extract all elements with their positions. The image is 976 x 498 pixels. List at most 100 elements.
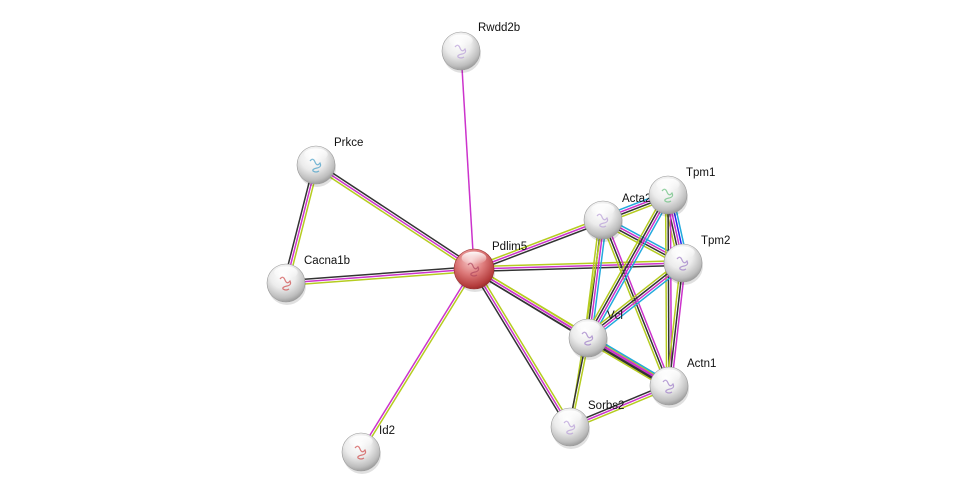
edge-line-experiments xyxy=(473,262,684,270)
edge-line-coexpression xyxy=(586,261,683,338)
node-actn1[interactable]: Actn1 xyxy=(649,358,716,408)
node-highlight xyxy=(349,435,373,448)
node-label: Tpm2 xyxy=(701,235,730,247)
protein-structure-icon xyxy=(563,420,576,435)
edge-line-textmining xyxy=(475,267,573,427)
edge-line-textmining xyxy=(665,262,682,386)
protein-structure-icon xyxy=(596,213,609,228)
node-prkce[interactable]: Prkce xyxy=(296,137,363,187)
edge-line-coexpression xyxy=(282,164,315,283)
node-pdlim5[interactable]: Pdlim5 xyxy=(453,241,527,292)
node-highlight xyxy=(274,266,298,279)
node-highlight xyxy=(671,246,695,259)
edge-prkce-cacna1b[interactable] xyxy=(282,164,320,284)
node-label: Sorbs2 xyxy=(588,400,624,412)
edge-pdlim5-cacna1b[interactable] xyxy=(285,265,475,287)
edge-line-experiments xyxy=(588,195,670,339)
protein-structure-icon xyxy=(661,188,674,203)
node-highlight xyxy=(449,34,473,47)
edge-pdlim5-sorbs2[interactable] xyxy=(471,267,573,429)
edge-line-coexpression xyxy=(586,194,668,338)
edge-line-textmining xyxy=(664,195,668,387)
edge-tpm1-actn1[interactable] xyxy=(664,194,673,387)
edge-line-textmining xyxy=(585,259,682,336)
node-label: Acta2 xyxy=(622,193,651,205)
node-highlight xyxy=(304,148,328,161)
protein-structure-icon xyxy=(454,44,467,59)
node-label: Id2 xyxy=(379,425,395,437)
protein-structure-icon xyxy=(309,158,322,173)
edge-pdlim5-actn1[interactable] xyxy=(472,266,671,389)
edge-line-coexpression xyxy=(667,194,670,387)
node-acta2[interactable]: Acta2 xyxy=(583,193,651,242)
edge-line-textmining xyxy=(474,266,671,385)
edge-line-coexpression xyxy=(316,162,476,268)
edge-line-textmining xyxy=(584,192,666,337)
edge-line-databases xyxy=(590,196,672,341)
edge-pdlim5-acta2[interactable] xyxy=(472,217,605,272)
node-label: Cacna1b xyxy=(304,255,350,267)
edge-tpm1-vcl[interactable] xyxy=(584,192,672,341)
edge-pdlim5-id2[interactable] xyxy=(359,267,476,454)
edge-line-experiments xyxy=(285,268,475,284)
edge-tpm2-actn1[interactable] xyxy=(665,262,687,387)
edge-line-coexpression xyxy=(474,221,605,272)
node-cacna1b[interactable]: Cacna1b xyxy=(266,255,350,305)
node-label: Vcl xyxy=(607,310,623,322)
node-highlight xyxy=(461,251,487,265)
node-rwdd2b[interactable]: Rwdd2b xyxy=(441,22,520,73)
edge-line-coexpression xyxy=(602,219,670,387)
edge-line-experiments xyxy=(670,263,687,387)
edge-line-textmining xyxy=(472,217,603,268)
edge-line-experiments xyxy=(669,194,673,386)
node-id2[interactable]: Id2 xyxy=(341,425,395,474)
protein-structure-icon xyxy=(279,276,292,291)
edge-line-textmining xyxy=(287,165,320,284)
edge-line-coexpression xyxy=(285,265,474,282)
node-label: Rwdd2b xyxy=(478,22,520,34)
edge-line-experiments xyxy=(359,267,474,452)
node-label: Prkce xyxy=(334,137,363,149)
edge-line-textmining xyxy=(473,259,683,268)
edge-line-coexpression xyxy=(668,262,684,387)
edge-line-experiments xyxy=(473,268,571,428)
node-highlight xyxy=(656,178,680,191)
node-highlight xyxy=(558,410,582,423)
node-vcl[interactable]: Vcl xyxy=(568,310,623,360)
edge-line-experiments xyxy=(285,164,317,284)
edge-line-experiments xyxy=(460,50,475,270)
node-tpm2[interactable]: Tpm2 xyxy=(663,235,730,285)
edge-line-textmining xyxy=(286,270,475,287)
protein-structure-icon xyxy=(467,262,480,277)
node-label: Pdlim5 xyxy=(492,241,527,253)
protein-structure-icon xyxy=(354,445,367,460)
edges-layer xyxy=(282,50,689,454)
edge-line-textmining xyxy=(361,269,476,454)
edge-line-coexpression xyxy=(472,270,669,389)
edge-tpm2-vcl[interactable] xyxy=(585,259,686,342)
edge-pdlim5-prkce[interactable] xyxy=(314,162,476,272)
edge-line-experiments xyxy=(473,268,670,387)
node-sorbs2[interactable]: Sorbs2 xyxy=(550,400,624,449)
edge-pdlim5-rwdd2b[interactable] xyxy=(460,50,475,270)
node-tpm1[interactable]: Tpm1 xyxy=(648,167,715,217)
edge-pdlim5-tpm2[interactable] xyxy=(473,259,684,273)
protein-structure-icon xyxy=(662,379,675,394)
edge-line-experiments xyxy=(588,263,685,340)
edge-line-textmining xyxy=(314,166,474,272)
protein-structure-icon xyxy=(581,331,594,346)
edge-line-coexpression xyxy=(474,264,684,273)
node-label: Actn1 xyxy=(687,358,716,370)
node-highlight xyxy=(591,203,615,216)
edge-line-experiments xyxy=(315,164,475,270)
node-label: Tpm1 xyxy=(686,167,715,179)
edge-line-databases xyxy=(589,265,686,342)
node-highlight xyxy=(576,321,600,334)
edge-line-experiments xyxy=(588,220,605,339)
edge-line-experiments xyxy=(473,219,604,270)
protein-structure-icon xyxy=(676,256,689,271)
node-highlight xyxy=(657,369,681,382)
edge-line-coexpression xyxy=(471,269,569,429)
